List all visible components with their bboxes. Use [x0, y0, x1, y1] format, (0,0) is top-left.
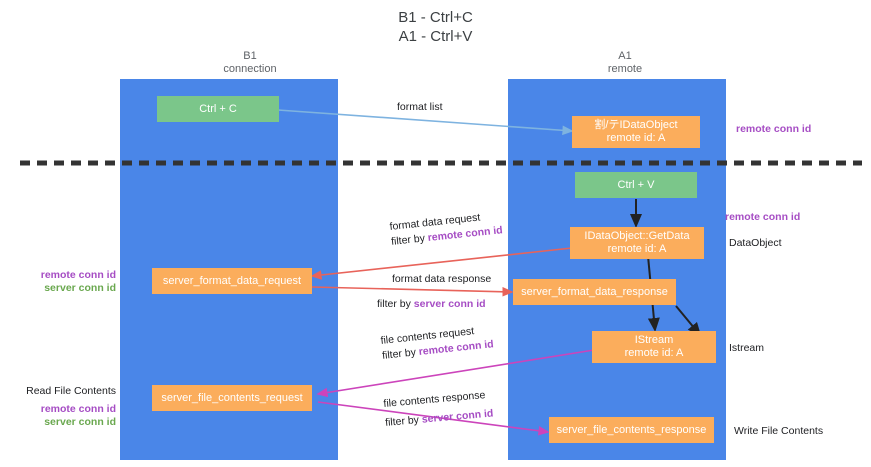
label-format-list: format list [397, 101, 443, 113]
title-line-1: B1 - Ctrl+C [398, 9, 473, 26]
filter-key-server-conn-id: server conn id [413, 298, 486, 310]
column-header-b1: B1 connection [150, 50, 350, 76]
box-server-file-contents-response-label: server_file_contents_response [556, 423, 707, 436]
left-note-file-server-conn-id: server conn id [44, 416, 116, 428]
box-server-file-contents-response[interactable]: server_file_contents_response [549, 417, 714, 443]
left-note-format-keys: remote conn id server conn id [22, 269, 116, 295]
label-file-contents-response-filter: filter by server conn id [385, 407, 494, 429]
box-idataobject-top-line2: remote id: A [606, 132, 666, 144]
filter-prefix: filter by [390, 232, 429, 248]
column-header-a1-name: A1 [618, 50, 632, 62]
box-idataobject-top[interactable]: 割/テIDataObject remote id: A [572, 116, 700, 148]
column-header-b1-name: B1 [243, 50, 257, 62]
left-note-file-keys: remote conn id server conn id [22, 403, 116, 429]
right-note-istream: Istream [729, 342, 765, 354]
box-server-format-data-request-label: server_format_data_request [162, 274, 302, 287]
box-idataobject-top-line1: 割/テIDataObject [594, 119, 678, 131]
arrow-format-data-response [311, 286, 514, 297]
box-getdata-line1: IDataObject::GetData [584, 230, 690, 242]
box-ctrl-c-label: Ctrl + C [199, 102, 237, 115]
box-istream-line2: remote id: A [624, 347, 684, 359]
box-istream[interactable]: IStream remote id: A [592, 331, 716, 363]
title-line-2: A1 - Ctrl+V [398, 28, 473, 45]
box-idataobject-getdata[interactable]: IDataObject::GetData remote id: A [570, 227, 704, 259]
filter-prefix: filter by [381, 346, 420, 362]
right-note-dataobject: DataObject [729, 237, 782, 249]
box-istream-line1: IStream [634, 334, 674, 346]
label-format-data-response: format data response [392, 273, 492, 285]
column-header-a1: A1 remote [525, 50, 725, 76]
filter-prefix: filter by [377, 298, 414, 310]
right-note-write-file-contents: Write File Contents [734, 425, 824, 437]
box-ctrl-c[interactable]: Ctrl + C [157, 96, 279, 122]
box-server-format-data-request[interactable]: server_format_data_request [152, 268, 312, 294]
box-server-file-contents-request-label: server_file_contents_request [161, 391, 303, 404]
left-note-file-remote-conn-id: remote conn id [40, 403, 116, 415]
box-ctrl-v[interactable]: Ctrl + V [575, 172, 697, 198]
left-note-read-file-contents: Read File Contents [26, 385, 116, 397]
label-file-contents-response-group: file contents response filter by server … [383, 389, 494, 430]
page-title: B1 - Ctrl+C A1 - Ctrl+V [0, 8, 871, 46]
filter-prefix: filter by [384, 413, 423, 429]
box-getdata-line2: remote id: A [607, 243, 667, 255]
right-note-top-remote-conn-id: remote conn id [736, 123, 812, 135]
filter-key-server-conn-id: server conn id [421, 407, 494, 426]
left-note-remote-conn-id: remote conn id [40, 269, 116, 281]
box-server-format-data-response-label: server_format_data_response [521, 285, 668, 298]
label-format-data-response-filter: filter by server conn id [377, 298, 486, 311]
label-format-data-request-group: format data request filter by remote con… [389, 209, 503, 249]
label-file-contents-response: file contents response [383, 389, 486, 410]
right-note-mid-remote-conn-id: remote conn id [725, 211, 801, 223]
box-server-file-contents-request[interactable]: server_file_contents_request [152, 385, 312, 411]
box-ctrl-v-label: Ctrl + V [617, 178, 655, 191]
column-header-a1-role: remote [607, 63, 643, 75]
label-file-contents-request-group: file contents request filter by remote c… [380, 323, 494, 363]
column-header-b1-role: connection [223, 63, 277, 75]
left-note-server-conn-id: server conn id [44, 282, 116, 294]
box-server-format-data-response[interactable]: server_format_data_response [513, 279, 676, 305]
